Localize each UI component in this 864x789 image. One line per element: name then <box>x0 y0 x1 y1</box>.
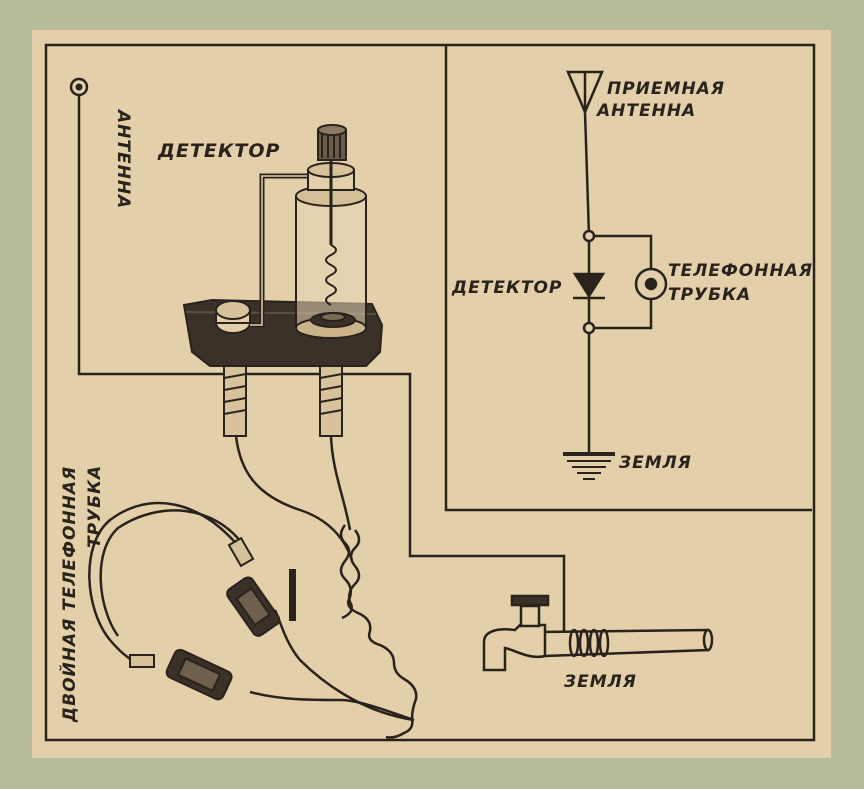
detector-label: ДЕТЕКТОР <box>157 140 280 162</box>
schematic-main-wire-top <box>583 111 591 237</box>
diode-icon <box>572 272 606 300</box>
antenna-wire-label: АНТЕННА <box>113 108 133 209</box>
phone-branch-wire-return <box>594 300 653 330</box>
tap-icon <box>482 594 714 672</box>
schematic <box>563 70 668 480</box>
detector-icon <box>182 124 384 367</box>
outer-border <box>44 43 816 742</box>
junction-top <box>582 229 596 243</box>
antenna-wire <box>77 95 566 640</box>
schematic-panel-border <box>444 46 812 512</box>
schematic-detector-label: ДЕТЕКТОР <box>451 278 562 298</box>
earphone-icon <box>634 267 668 301</box>
headphones-label-2: ТРУБКА <box>85 465 105 548</box>
connector-pin-right <box>319 365 343 437</box>
ground-icon <box>563 452 615 480</box>
headphones-label-1: ДВОЙНАЯ ТЕЛЕФОННАЯ <box>58 466 80 723</box>
headphone-cord <box>88 435 418 739</box>
schematic-phone-label-2: ТРУБКА <box>668 285 751 305</box>
earth-label: ЗЕМЛЯ <box>563 672 637 692</box>
schematic-phone-label-1: ТЕЛЕФОННАЯ <box>668 261 813 281</box>
connector-pin-left <box>223 365 247 437</box>
schematic-antenna-label-2: АНТЕННА <box>595 101 696 121</box>
phone-branch-wire <box>594 234 653 268</box>
schematic-antenna-label-1: ПРИЕМНАЯ <box>607 79 725 99</box>
junction-bottom <box>582 321 596 335</box>
antenna-terminal <box>69 77 89 97</box>
headphones-icon <box>129 536 296 701</box>
antenna-icon <box>566 70 604 116</box>
schematic-earth-label: ЗЕМЛЯ <box>618 453 692 473</box>
